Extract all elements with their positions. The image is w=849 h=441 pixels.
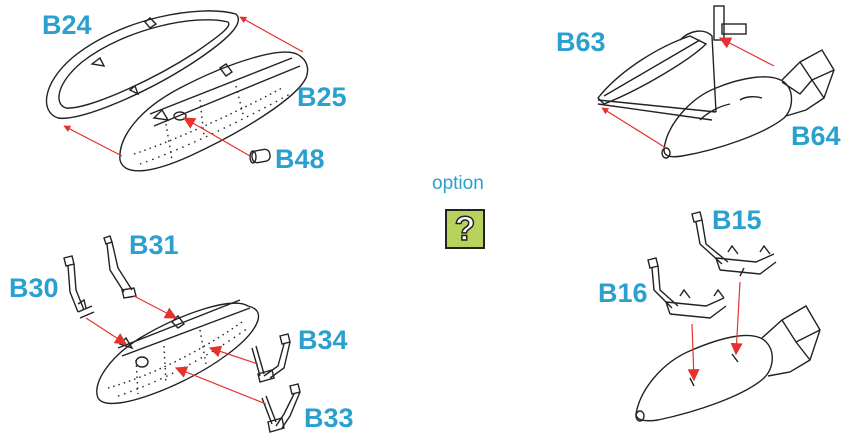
b30-pylon-part [63,255,95,319]
b33-pylon-part [261,383,301,433]
arrow-b30 [85,317,128,345]
arrows-bottom-left [85,295,267,405]
label-b63: B63 [556,27,606,57]
label-b31: B31 [129,230,179,260]
arrow-b31 [133,295,178,319]
arrows-bottom-right [687,281,743,382]
label-b33: B33 [304,403,354,433]
b15-pylon-part [691,211,777,277]
arrow-b63-bracket [718,37,775,67]
b16-pylon-part [647,257,727,319]
bomb-top-right [597,5,835,159]
b64-bomb-part [661,49,835,159]
option-label: option [432,173,484,194]
arrow-b24-b25-right [239,16,304,53]
label-b64: B64 [791,121,841,151]
fairing-bottom-left [63,235,301,433]
arrow-b24-b25-left [63,125,123,157]
fairing-top-left [45,10,309,172]
question-mark-glyph: ? [454,210,476,248]
b48-cap-part [249,148,271,164]
label-b34: B34 [298,325,348,355]
arrow-b34 [208,345,259,365]
arrows-top-left [63,16,304,157]
b25-shell-part [119,51,309,172]
arrow-b48 [182,117,251,157]
arrow-b63-tail [601,107,667,149]
label-b15: B15 [712,205,762,235]
shell-with-holes-part [96,299,260,405]
bomb-body-part [635,305,821,422]
b63-frame-part [597,5,747,121]
label-b24: B24 [42,10,92,40]
arrow-b15 [730,281,743,356]
arrow-b33 [174,366,267,405]
bomb-bottom-right [635,211,821,422]
label-b25: B25 [297,82,347,112]
question-mark-icon: ? [445,209,485,249]
arrow-b16 [687,323,700,382]
b34-pylon-part [251,333,291,383]
arrows-top-right [601,37,775,149]
b24-frame-part [45,10,240,120]
label-b48: B48 [275,144,325,174]
b31-pylon-part [103,235,137,299]
label-b16: B16 [598,278,648,308]
label-b30: B30 [9,273,59,303]
